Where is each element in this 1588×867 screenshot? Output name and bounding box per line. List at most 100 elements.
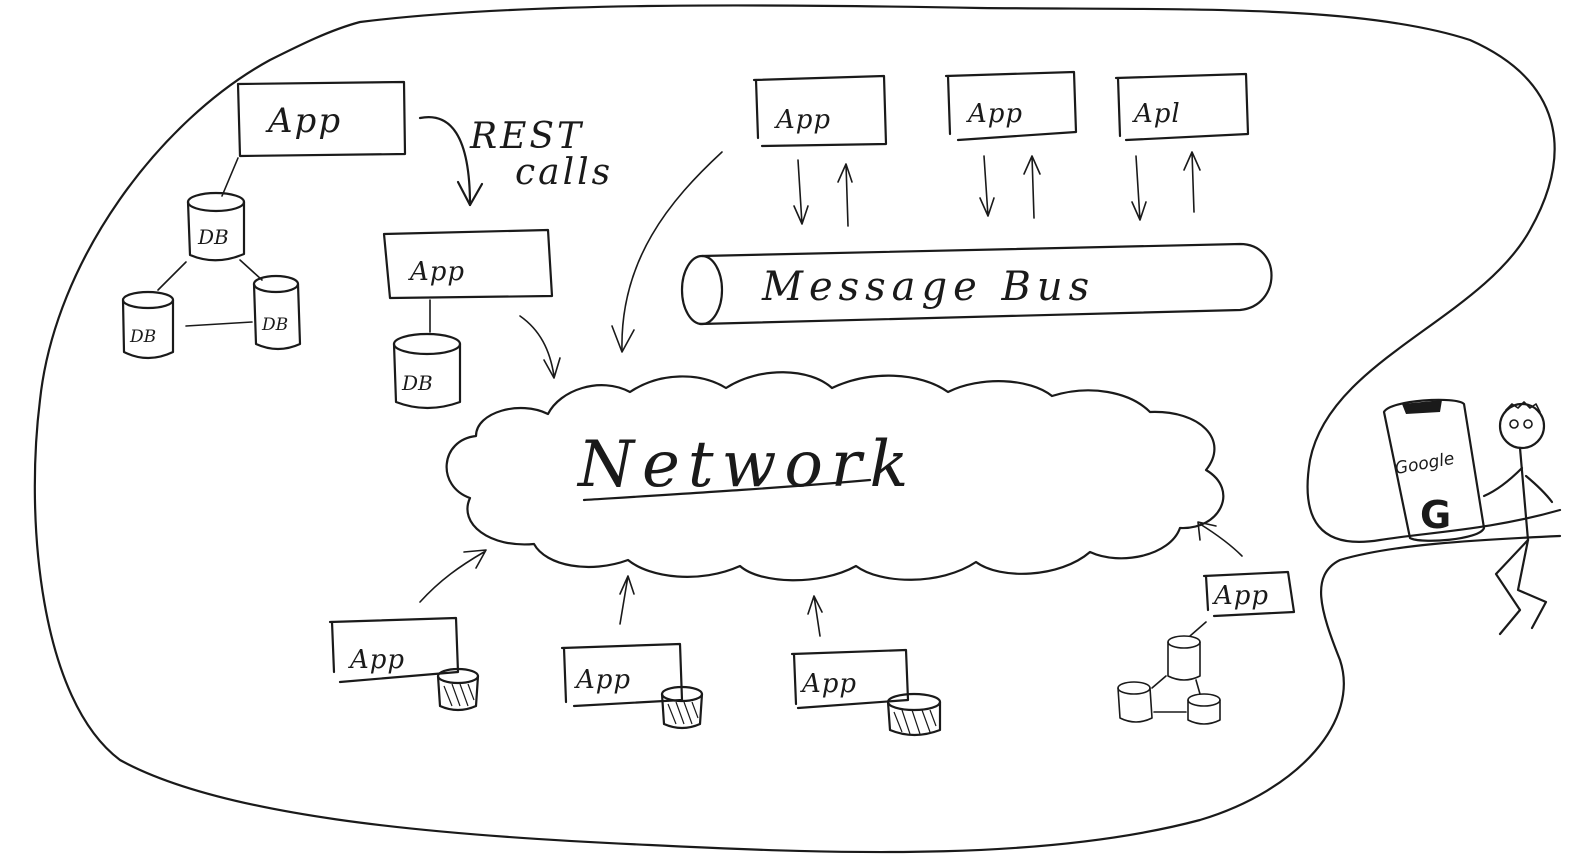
- db-cylinder-top: [121, 290, 175, 310]
- app-box: [382, 228, 554, 300]
- db-small-top: [886, 692, 942, 712]
- db-small-body: [886, 700, 942, 737]
- phone-brand-label: Google: [1393, 449, 1456, 479]
- app-bus-3: Apl: [1114, 72, 1250, 142]
- person-body: [1518, 446, 1530, 542]
- db-cylinder-body: [121, 298, 175, 360]
- google-g-logo: G: [1420, 493, 1451, 537]
- db-small-top: [1187, 693, 1221, 707]
- app-box-side: [562, 646, 568, 704]
- db-small-top: [1117, 681, 1151, 695]
- app-bus-1: App: [752, 74, 888, 148]
- app-label: App: [966, 99, 1023, 129]
- system-boundary: [33, 4, 1562, 854]
- app-label: App: [800, 669, 857, 699]
- db-cylinder-top: [252, 274, 300, 294]
- app-label: App: [1212, 581, 1269, 611]
- app-label: App: [265, 101, 342, 141]
- network-underline: [582, 478, 872, 502]
- arrow-to-network: [519, 315, 555, 377]
- app-box: [236, 80, 407, 158]
- connector-line: [239, 259, 263, 281]
- arrow-to-network: [419, 549, 487, 603]
- network-label: Network: [576, 428, 916, 502]
- connector-line: [1189, 621, 1207, 637]
- arrow-head: [543, 357, 561, 379]
- db-connectors: [1151, 675, 1201, 713]
- app-bottom-1: App: [328, 616, 480, 712]
- arrow-to-network: [1197, 521, 1243, 557]
- db-small-hatch: [893, 709, 937, 735]
- rest-arrow-head: [456, 180, 484, 207]
- db-rest: DB: [392, 332, 462, 410]
- app-box-side: [792, 652, 798, 706]
- rest-label-calls: calls: [515, 152, 613, 193]
- person-hair: [1505, 401, 1541, 413]
- arrow-to-network: [807, 595, 823, 637]
- app-label: App: [348, 645, 405, 675]
- person-arm: [1524, 474, 1554, 504]
- arrow-to-network: [621, 151, 723, 351]
- db-cylinder-top: [392, 332, 462, 356]
- app-box-side: [1116, 76, 1122, 138]
- person-eye: [1523, 419, 1533, 429]
- db-cluster-top: DB: [186, 191, 246, 262]
- arrow-up: [1023, 155, 1041, 219]
- app-top-left: App: [236, 80, 407, 158]
- person-arm: [1482, 466, 1524, 498]
- db-small-body: [1187, 699, 1221, 725]
- app-bus-2: App: [944, 70, 1078, 142]
- network-cloud: Network: [445, 371, 1225, 582]
- cloud-outline: [445, 371, 1225, 582]
- db-label: DB: [129, 327, 156, 347]
- app-label: App: [408, 257, 465, 287]
- db-label: DB: [197, 225, 229, 249]
- app-box: [1202, 570, 1296, 618]
- connector-line: [185, 321, 253, 327]
- person-head: [1498, 402, 1546, 450]
- app-label: App: [774, 105, 831, 135]
- phone-notch: [1402, 400, 1442, 414]
- db-small-body: [1167, 641, 1201, 681]
- db-cluster-left: DB: [121, 290, 175, 360]
- phone-outline: [1382, 398, 1486, 542]
- app-bottom-2: App: [560, 642, 704, 730]
- connector-line: [221, 157, 239, 197]
- arrow-head: [611, 325, 635, 353]
- arrow-down: [1131, 155, 1147, 221]
- app-box-side: [754, 78, 760, 140]
- bus-tube-end: [680, 254, 724, 326]
- app-box: [1114, 72, 1250, 142]
- arrow-down: [979, 155, 995, 217]
- message-bus: Message Bus: [680, 242, 1273, 326]
- db-cylinder-top: [186, 191, 246, 213]
- app-box: [944, 70, 1078, 142]
- db-cylinder-body: [252, 282, 302, 351]
- person-leg: [1516, 538, 1548, 630]
- db-label: DB: [401, 371, 433, 395]
- connector-line: [157, 261, 187, 291]
- app-bottom-3: App: [790, 648, 942, 737]
- app-box: [790, 648, 910, 710]
- app-box: [328, 616, 460, 684]
- arrow-to-network: [619, 575, 635, 625]
- person-leg: [1494, 538, 1530, 636]
- app-box-side: [1204, 574, 1210, 612]
- db-cylinder-body: [186, 200, 246, 262]
- person-eye: [1509, 419, 1519, 429]
- app-box: [560, 642, 684, 708]
- user-with-phone: Google G: [1382, 398, 1554, 636]
- arrow-up: [837, 163, 853, 227]
- app-box-side: [330, 620, 336, 674]
- db-cluster-bottom-right: [1117, 635, 1221, 725]
- app-label: Apl: [1132, 99, 1181, 129]
- bus-arrows: [793, 151, 1201, 227]
- app-rest-target: App: [382, 228, 554, 300]
- rest-label: REST: [469, 116, 584, 157]
- arrow-up: [1183, 151, 1201, 213]
- db-small-hatch: [667, 701, 699, 725]
- rest-arrow: [418, 116, 472, 207]
- db-small-body: [436, 674, 480, 712]
